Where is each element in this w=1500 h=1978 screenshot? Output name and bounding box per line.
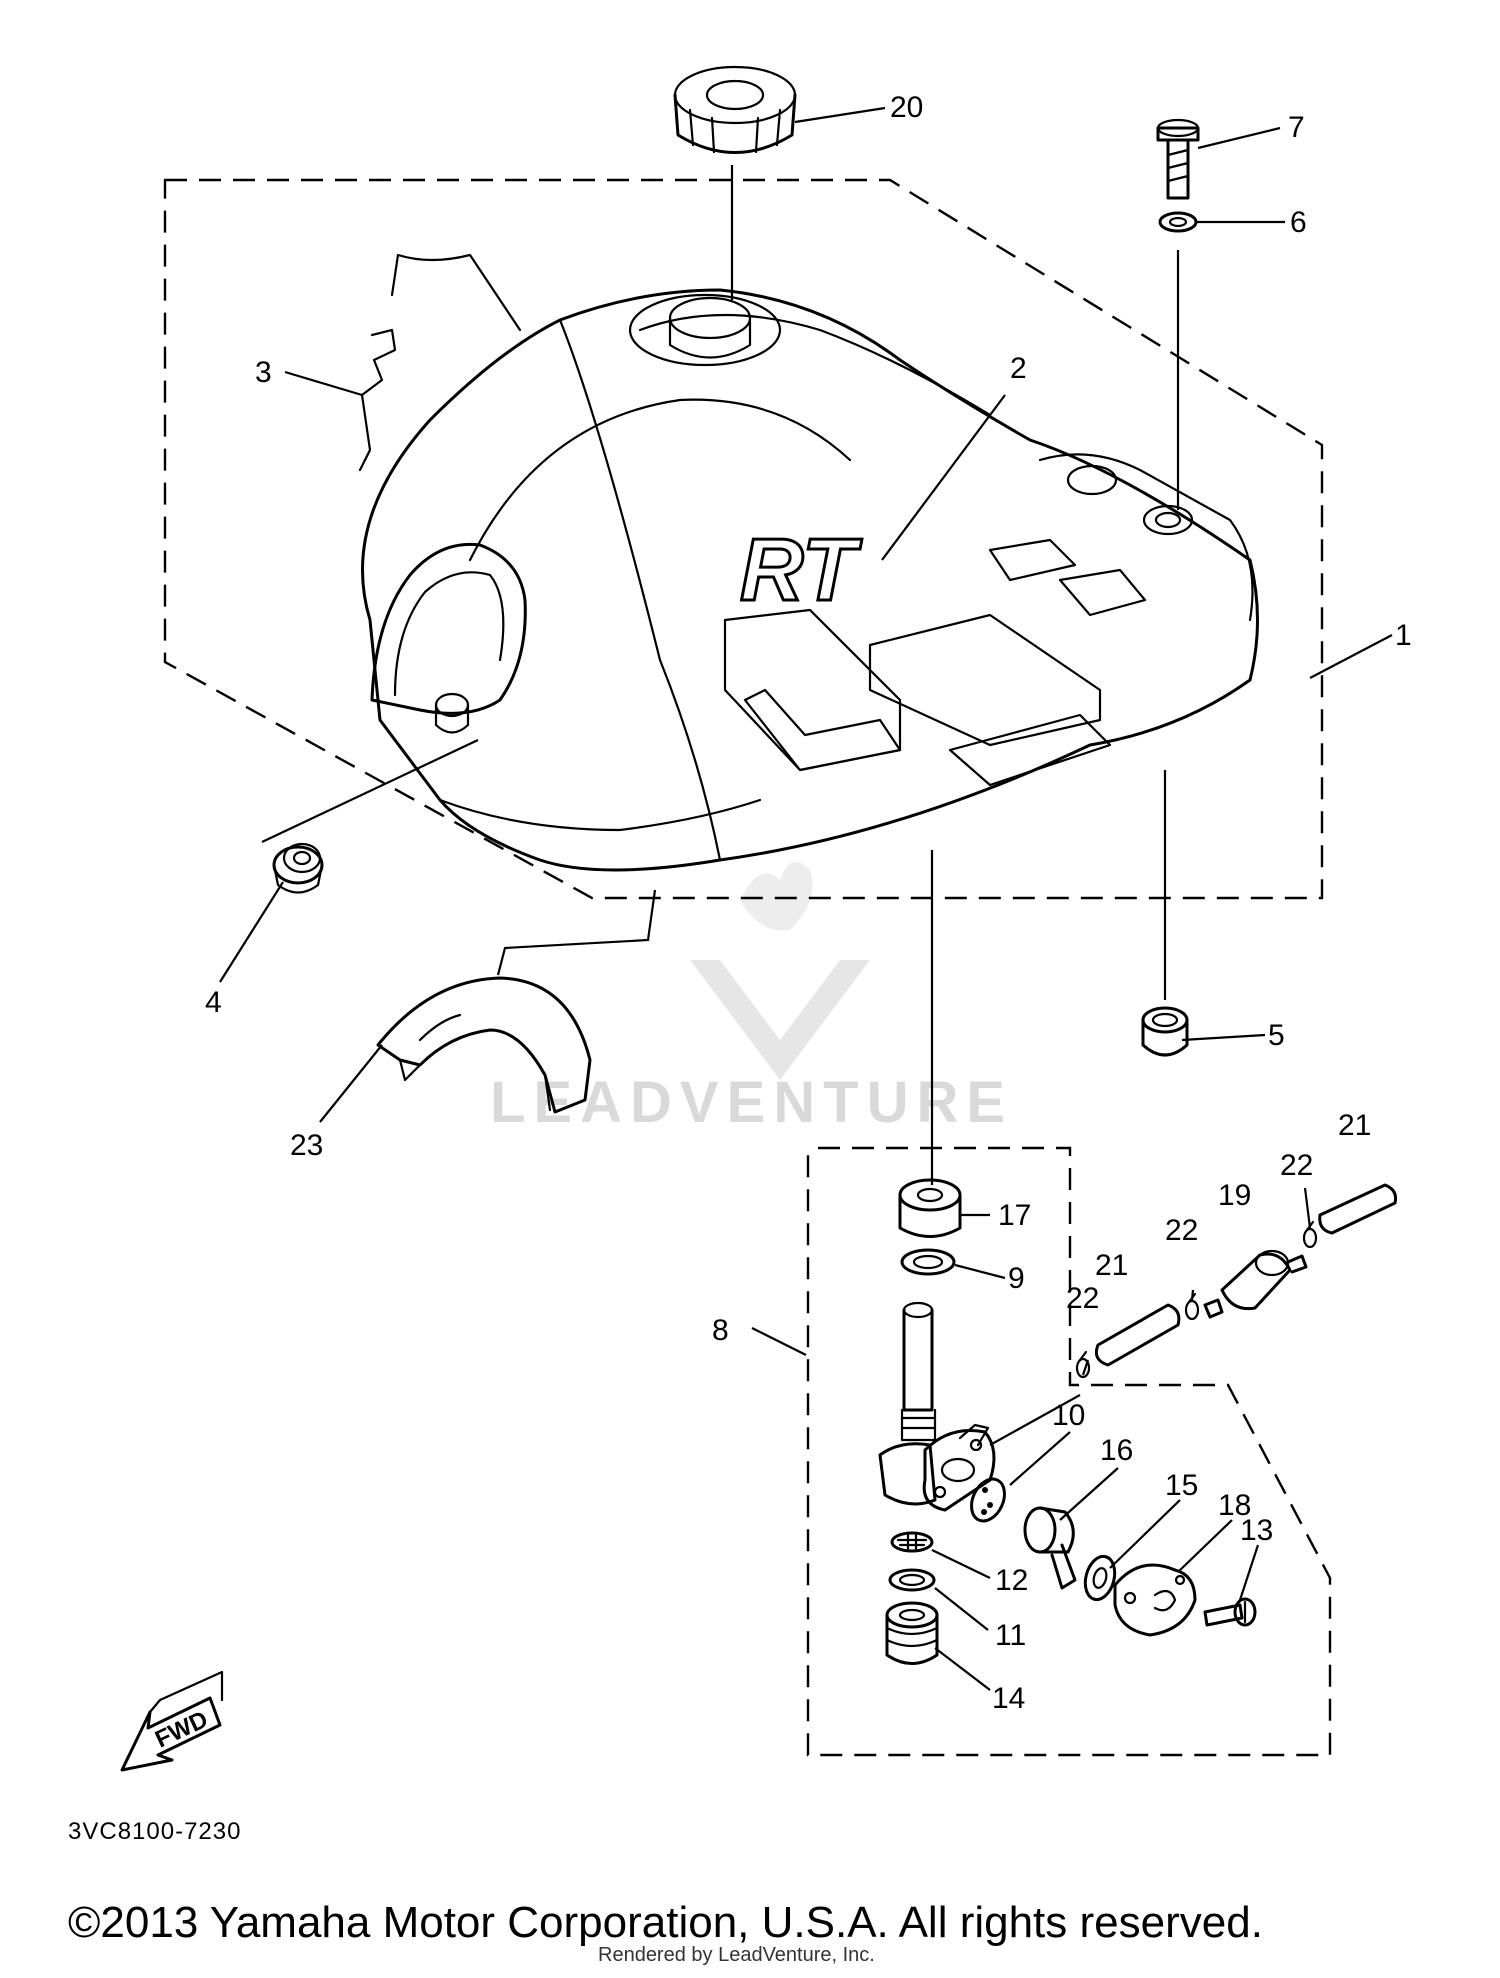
callout-1: 1 [1395,619,1412,652]
part-13-screw [1203,1597,1257,1627]
callout-22-middle: 22 [1165,1214,1198,1247]
part-5-grommet [1141,1006,1189,1057]
callout-14: 14 [992,1682,1025,1715]
callout-2: 2 [1010,352,1027,385]
fuel-tank: RT [358,253,1259,872]
callout-12: 12 [995,1564,1028,1597]
callout-10: 10 [1052,1399,1085,1432]
fuel-cock-assembly-boundary [806,1146,1332,1757]
callout-13: 13 [1240,1514,1273,1547]
callout-17: 17 [998,1199,1031,1232]
leader-lines [219,106,1393,1691]
part-18-plate [1113,1563,1197,1637]
callout-8: 8 [712,1314,729,1347]
part-21-hose-lower [1094,1303,1181,1367]
part-21-hose-upper [1318,1183,1397,1235]
callout-18: 18 [1218,1489,1251,1522]
part-7-bolt [1156,118,1200,200]
part-4-damper [272,842,324,894]
part-14-bowl [885,1601,939,1665]
callout-labels: 20 7 6 2 3 1 4 5 23 21 22 17 19 22 9 21 … [205,91,1412,1715]
callout-4: 4 [205,986,222,1019]
callout-21-upper: 21 [1338,1109,1371,1142]
part-20-fuel-cap [673,65,797,154]
part-6-washer [1158,211,1198,233]
callout-6: 6 [1290,206,1307,239]
part-10-gasket [970,1477,1006,1523]
part-22-clip-a [1075,1350,1091,1379]
part-9-o-ring [900,1248,956,1276]
callout-15: 15 [1165,1469,1198,1502]
part-12-strainer [890,1531,934,1553]
callout-21-lower: 21 [1095,1249,1128,1282]
callout-9: 9 [1008,1262,1025,1295]
part-17-nut [898,1178,962,1238]
callout-23: 23 [290,1129,323,1162]
diagram-code: 3VC8100-7230 [68,1818,242,1845]
callout-5: 5 [1268,1019,1285,1052]
callout-19: 19 [1218,1179,1251,1212]
fwd-arrow-icon: FWD [120,1670,224,1772]
fuel-cock-body [878,1301,996,1512]
callout-16: 16 [1100,1434,1133,1467]
watermark: LEADVENTURE [490,862,1013,1135]
rendered-by-notice: Rendered by LeadVenture, Inc. [598,1944,875,1966]
part-23-tank-band [376,976,592,1114]
callout-7: 7 [1288,111,1305,144]
copyright-notice: ©2013 Yamaha Motor Corporation, U.S.A. A… [68,1898,1263,1947]
tank-logo: RT [740,520,862,619]
part-15-wave-washer [1083,1554,1117,1602]
callout-22-lower: 22 [1066,1282,1099,1315]
part-11-o-ring [888,1568,936,1592]
assembly-lines [261,165,1180,1446]
callout-20: 20 [890,91,923,124]
callout-11: 11 [995,1619,1026,1652]
watermark-text: LEADVENTURE [490,1070,1013,1135]
part-16-lever [1023,1506,1077,1590]
tank-assembly-boundary [163,178,1324,900]
callout-22-upper: 22 [1280,1149,1313,1182]
part-19-fuel-filter [1203,1249,1308,1319]
callout-3: 3 [255,356,272,389]
